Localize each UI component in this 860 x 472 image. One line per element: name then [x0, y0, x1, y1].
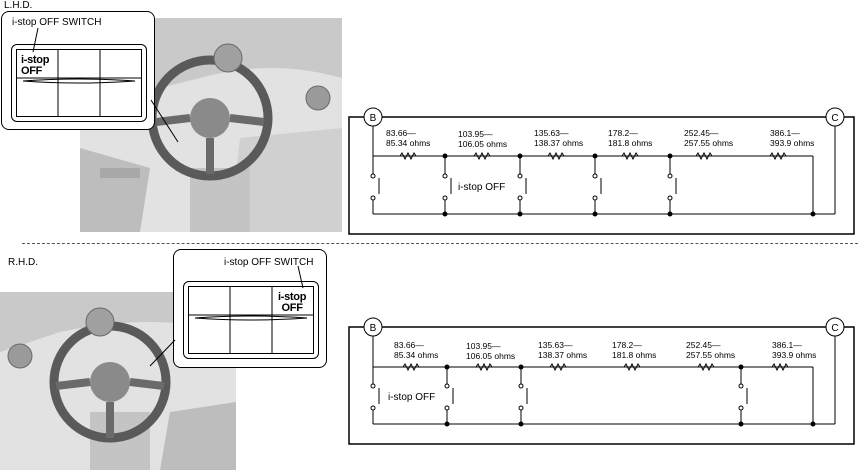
section-divider [22, 243, 858, 244]
lhd-istop-off-switch[interactable]: i-stop OFF [21, 55, 49, 77]
resistor-6-label-top: 386.1— [770, 128, 800, 138]
rhd-switch-line1: i-stop [278, 291, 307, 303]
rhd-panel-grid [189, 287, 313, 353]
resistor-1 [402, 362, 420, 372]
resistor-5 [697, 362, 715, 372]
lhd-switch-label: i-stop OFF [458, 182, 505, 193]
lhd-panel-grid [17, 50, 141, 116]
resistor-3-label-bottom: 138.37 ohms [534, 138, 583, 148]
rhd-callout-title: i-stop OFF SWITCH [224, 257, 314, 268]
lhd-dashboard-illustration [80, 18, 342, 232]
terminal-c-label: C [831, 323, 838, 334]
resistor-3 [547, 151, 565, 161]
rhd-leader-line [149, 265, 304, 367]
resistor-5-label-bottom: 257.55 ohms [686, 350, 735, 360]
resistor-5 [695, 151, 713, 161]
lhd-switch-line1: i-stop [21, 54, 50, 66]
resistor-6 [769, 151, 787, 161]
resistor-6-label-bottom: 393.9 ohms [772, 350, 816, 360]
lhd-switch-callout: i-stop OFF SWITCH i-stop OFF [1, 11, 155, 130]
resistor-6 [771, 362, 789, 372]
resistor-4-label-bottom: 181.8 ohms [608, 138, 652, 148]
resistor-4-label-top: 178.2— [612, 340, 642, 350]
terminal-b-label: B [370, 113, 377, 124]
lhd-label: L.H.D. [4, 0, 33, 11]
resistor-3-label-bottom: 138.37 ohms [538, 350, 587, 360]
resistor-1-label-bottom: 85.34 ohms [394, 350, 438, 360]
terminal-c-label: C [831, 113, 838, 124]
resistor-4-label-top: 178.2— [608, 128, 638, 138]
rhd-switch-panel-inner: i-stop OFF [188, 286, 314, 354]
resistor-2 [475, 362, 493, 372]
rhd-istop-off-switch[interactable]: i-stop OFF [278, 292, 306, 314]
rhd-switch-panel: i-stop OFF [183, 281, 319, 359]
resistor-3 [549, 362, 567, 372]
resistor-4 [621, 151, 639, 161]
resistor-2-label-bottom: 106.05 ohms [458, 139, 507, 149]
resistor-2-label-bottom: 106.05 ohms [466, 351, 515, 361]
resistor-4-label-bottom: 181.8 ohms [612, 350, 656, 360]
resistor-5-label-bottom: 257.55 ohms [684, 138, 733, 148]
resistor-1-label-top: 83.66— [394, 340, 424, 350]
lhd-switch-panel-inner: i-stop OFF [16, 49, 142, 117]
resistor-1 [399, 151, 417, 161]
resistor-5-label-top: 252.45— [684, 128, 719, 138]
rhd-switch-callout: i-stop OFF SWITCH i-stop OFF [173, 249, 327, 368]
lhd-switch-line2: OFF [21, 65, 43, 77]
rhd-switch-label: i-stop OFF [388, 392, 435, 403]
rhd-label: R.H.D. [8, 257, 38, 268]
resistor-1-label-top: 83.66— [386, 128, 416, 138]
resistor-3-label-top: 135.63— [538, 340, 573, 350]
resistor-6-label-bottom: 393.9 ohms [770, 138, 814, 148]
resistor-2-label-top: 103.95— [466, 341, 501, 351]
resistor-5-label-top: 252.45— [686, 340, 721, 350]
resistor-1-label-bottom: 85.34 ohms [386, 138, 430, 148]
terminal-b-label: B [370, 323, 377, 334]
rhd-circuit-diagram: B C 83.66— 85.34 ohms 103.95— 106.05 ohm… [348, 316, 856, 446]
resistor-3-label-top: 135.63— [534, 128, 569, 138]
resistor-6-label-top: 386.1— [772, 340, 802, 350]
resistor-2 [473, 151, 491, 161]
lhd-circuit-diagram: B C 83.66— 85.34 ohms 103.95— 106.05 ohm… [348, 106, 856, 236]
lhd-switch-panel: i-stop OFF [11, 44, 147, 122]
resistor-2-label-top: 103.95— [458, 129, 493, 139]
rhd-switch-line2: OFF [281, 302, 303, 314]
resistor-4 [623, 362, 641, 372]
lhd-callout-title: i-stop OFF SWITCH [12, 17, 102, 28]
lhd-leader-line [32, 27, 179, 143]
